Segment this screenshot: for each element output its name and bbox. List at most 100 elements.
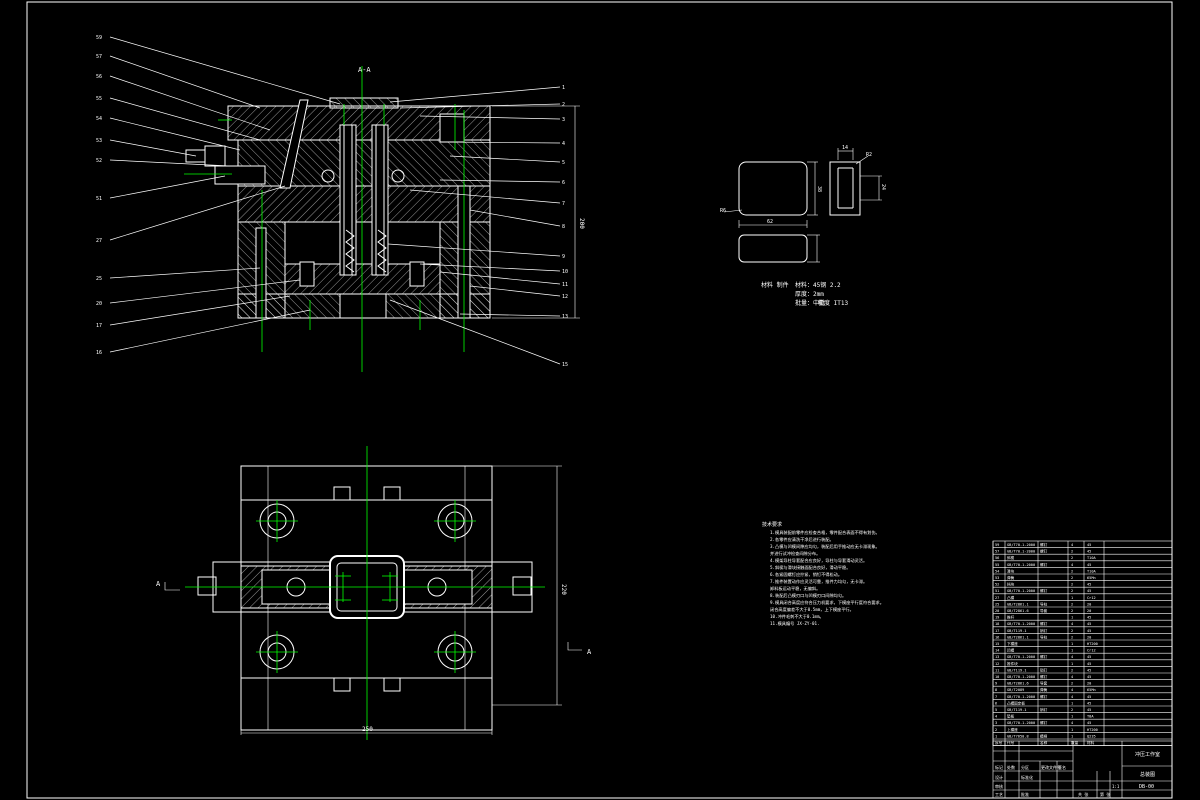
part-dimensions (723, 148, 882, 263)
bom-cell: 2 (1071, 668, 1073, 672)
bom-cell: 45 (1087, 622, 1091, 626)
bom-cell: GB/T70.1-2000 (1007, 543, 1035, 547)
bom-cell: 45 (1087, 543, 1091, 547)
notes-title: 技术要求 (762, 521, 782, 528)
bom-cell: 56 (995, 556, 999, 560)
bom-cell: 螺钉 (1040, 654, 1048, 659)
bom-cell: 导柱 (1040, 634, 1048, 639)
title-label: 设计 (995, 774, 1003, 780)
bom-cell: 55 (995, 563, 999, 567)
section-label: A-A (358, 66, 371, 74)
bom-cell: 推杆 (1007, 615, 1015, 620)
part-slot-dim: 24 (880, 184, 886, 190)
title-drawing-no: DB-00 (1139, 784, 1154, 790)
bom-cell: T10A (1087, 569, 1096, 573)
bom-cell: 4 (1071, 622, 1073, 626)
title-label: 标准化 (1021, 774, 1033, 780)
bom-cell: 1 (1071, 715, 1073, 719)
bom-header-cell: 材料 (1087, 740, 1095, 745)
leader-label: 11 (562, 282, 568, 288)
note-line: 11.模具编号 JX-ZY-01. (770, 620, 820, 627)
bom-cell: 45 (1087, 655, 1091, 659)
bom-cell: 20 (1087, 635, 1091, 639)
title-label: 更改文件号 (1041, 764, 1061, 770)
leader-label: 9 (562, 254, 565, 260)
leader-label: 7 (562, 201, 565, 207)
bom-cell: 17 (995, 629, 999, 633)
title-label: 第 张 (1100, 791, 1110, 797)
leader-label: 8 (562, 224, 565, 230)
bom-cell: 45 (1087, 708, 1091, 712)
part-thickness-dim: 14 (842, 145, 848, 151)
part-info: 材料 制件 材料：45钢 2.2 厚度：2mm 批量：中批 精度 IT13 (761, 281, 848, 307)
bom-cell: GB/T70.1-2000 (1007, 622, 1035, 626)
technical-notes: 技术要求 1.模具装配前零件应检查合格，零件配合表面不得有划伤。 2.各零件应清… (762, 521, 884, 627)
bom-cell: 45 (1087, 629, 1091, 633)
part-info-tolerance: 精度 IT13 (818, 299, 848, 307)
bom-cell: GB/T70.1-2000 (1007, 655, 1035, 659)
bom-cell: 2 (995, 728, 997, 732)
bom-cell: 2 (1071, 556, 1073, 560)
bom-cell: 1 (995, 734, 997, 738)
bom-cell: 螺钉 (1040, 542, 1048, 547)
title-scale: 1:1 (1112, 784, 1120, 789)
bom-cell: 4 (1071, 688, 1073, 692)
bom-cell: 4 (1071, 563, 1073, 567)
part-info-line: 材料：45钢 2.2 (795, 281, 841, 289)
bom-cell: 螺钉 (1040, 694, 1048, 699)
title-company: 冲压工作室 (1135, 751, 1160, 758)
part-radius2-dim: R2 (866, 152, 872, 158)
bom-cell: 挡块 (1007, 582, 1015, 587)
bom-cell: 2 (1071, 682, 1073, 686)
leader-labels: 59 57 56 55 54 53 52 51 27 25 20 17 16 1… (96, 35, 568, 368)
bom-cell: HT200 (1087, 642, 1098, 646)
bom-cell: Q235 (1087, 734, 1096, 738)
section-view: A-A (185, 66, 491, 319)
title-label: 分区 (1021, 764, 1029, 770)
bom-cell: GB/T70.1-2000 (1007, 695, 1035, 699)
bom-cell: 导柱 (1040, 601, 1048, 606)
bom-cell: GB/T119.1 (1007, 629, 1026, 633)
bom-cell: 螺钉 (1040, 588, 1048, 593)
bom-outline (992, 540, 1173, 746)
bom-cell: 滑块 (1007, 568, 1015, 573)
drawing-frame (26, 1, 1173, 799)
bom-cell: Cr12 (1087, 649, 1096, 653)
bom-cell: 螺钉 (1040, 621, 1048, 626)
bom-cell: 2 (1071, 602, 1073, 606)
bom-cell: 2 (1071, 708, 1073, 712)
title-label: 共 张 (1078, 791, 1088, 797)
leader-label: 12 (562, 294, 568, 300)
bom-cell: 1 (1071, 649, 1073, 653)
leader-label: 3 (562, 117, 565, 123)
bom-cell: GB/T119.1 (1007, 708, 1026, 712)
part-info-label: 材料 制件 (761, 281, 789, 289)
bom-cell: 2 (1071, 569, 1073, 573)
title-label: 工艺 (995, 792, 1003, 797)
leader-label: 54 (96, 116, 102, 122)
leader-label: 17 (96, 323, 102, 329)
bom-cell: 45 (1087, 668, 1091, 672)
bom-cell: 4 (1071, 695, 1073, 699)
bom-cell: 45 (1087, 662, 1091, 666)
bom-cell: GB/T70.1-2000 (1007, 550, 1035, 554)
bom-cell: 9 (995, 682, 997, 686)
bom-cell: GB/T2861.1 (1007, 602, 1029, 606)
bom-cell: 1 (1071, 728, 1073, 732)
bom-cell: 2 (1071, 550, 1073, 554)
bom-cell: 2 (1071, 576, 1073, 580)
bom-cell: 65Mn (1087, 576, 1096, 580)
title-label: 处数 (1007, 764, 1015, 770)
leader-label: 25 (96, 276, 102, 282)
bom-cell: 弹簧 (1040, 687, 1048, 692)
bom-cell: 6 (995, 701, 997, 705)
bom-cell: 14 (995, 649, 999, 653)
part-width-dim: 62 (767, 219, 773, 225)
bom-cell: 销钉 (1040, 628, 1048, 633)
bom-cell: 导套 (1040, 608, 1048, 613)
note-line: 2.各零件应清洗干净后进行装配。 (770, 536, 834, 543)
bom-header-cell: 名称 (1040, 740, 1048, 745)
bom-cell: 1 (1071, 616, 1073, 620)
bom-cell: 45 (1087, 563, 1091, 567)
part-drawing (738, 161, 861, 263)
